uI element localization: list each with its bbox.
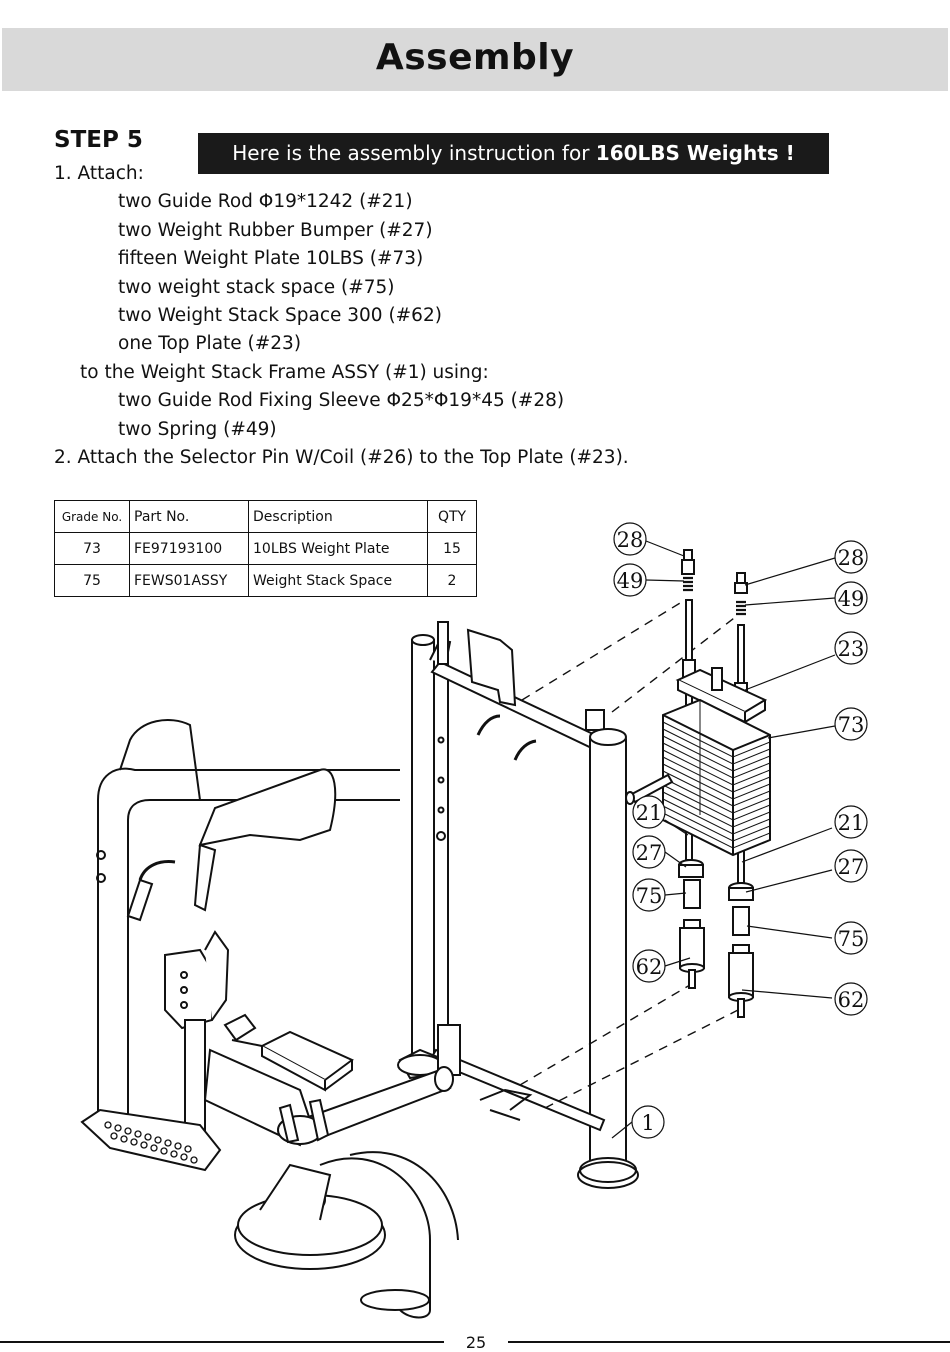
footer-divider: [508, 1341, 950, 1343]
frame-drawing: [298, 621, 639, 1189]
page-title: Assembly: [375, 37, 575, 78]
callout-label: 21: [636, 801, 663, 825]
assembly-guide-lines: [519, 599, 739, 1109]
callout-label: 49: [617, 569, 644, 593]
notice-bold: 160LBS Weights !: [595, 141, 795, 165]
col-qty: QTY: [427, 500, 477, 533]
callout-label: 27: [636, 841, 663, 865]
callout-label: 49: [838, 587, 865, 611]
instruction-line: two weight stack space (#75): [118, 276, 395, 298]
weight-stack-drawing: [625, 549, 771, 1018]
instruction-line: to the Weight Stack Frame ASSY (#1) usin…: [80, 361, 489, 383]
cell-qty: 2: [427, 564, 477, 597]
callout-label: 27: [838, 855, 865, 879]
callout-label: 75: [838, 927, 865, 951]
callout-label: 23: [838, 637, 865, 661]
assembly-diagram: 28 49 21 27 75 62 28 49 23 73 21 27 75 6…: [80, 522, 868, 1319]
header-bar: [2, 28, 948, 91]
callout-label: 62: [636, 955, 663, 979]
weight-notice: Here is the assembly instruction for 160…: [198, 133, 829, 174]
callout-label: 75: [636, 884, 663, 908]
callout-label: 62: [838, 988, 865, 1012]
instruction-line: 1. Attach:: [54, 163, 144, 184]
cell-qty: 15: [427, 532, 477, 565]
instruction-line: one Top Plate (#23): [118, 333, 302, 355]
instruction-list: 1. Attach: two Guide Rod Φ19*1242 (#21) …: [0, 160, 629, 472]
cell-grade: 73: [54, 532, 130, 565]
cell-part: FE97193100: [129, 532, 249, 565]
table-row: 73 FE97193100 10LBS Weight Plate 15: [54, 532, 477, 565]
table-header-row: Grade No. Part No. Description QTY: [54, 500, 477, 533]
callout-label: 21: [838, 811, 865, 835]
notice-text: Here is the assembly instruction for: [232, 141, 596, 165]
instruction-line: two Spring (#49): [118, 418, 277, 440]
instruction-line: two Weight Stack Space 300 (#62): [118, 305, 442, 327]
machine-body-drawing: [80, 719, 459, 1319]
callout-label: 73: [838, 713, 865, 737]
instruction-line: two Weight Rubber Bumper (#27): [118, 219, 433, 241]
callout-circles: [613, 522, 868, 1139]
col-part-no: Part No.: [129, 500, 249, 533]
parts-table: Grade No. Part No. Description QTY 73 FE…: [54, 500, 477, 597]
instruction-line: two Guide Rod Fixing Sleeve Φ25*Φ19*45 (…: [118, 390, 565, 412]
callout-leaders: [611, 540, 836, 1139]
cell-part: FEWS01ASSY: [129, 564, 249, 597]
cell-grade: 75: [54, 564, 130, 597]
instruction-line: fifteen Weight Plate 10LBS (#73): [118, 248, 424, 270]
instruction-line: two Guide Rod Φ19*1242 (#21): [118, 191, 413, 213]
page-number: 25: [465, 1333, 487, 1352]
cell-desc: Weight Stack Space: [248, 564, 428, 597]
table-row: 75 FEWS01ASSY Weight Stack Space 2: [54, 564, 477, 597]
instruction-line: 2. Attach the Selector Pin W/Coil (#26) …: [54, 447, 629, 469]
footer-divider: [0, 1341, 444, 1343]
callout-label: 28: [838, 546, 865, 570]
cell-desc: 10LBS Weight Plate: [248, 532, 428, 565]
callout-label: 1: [641, 1111, 654, 1135]
step-title: STEP 5: [54, 127, 143, 153]
callout-label: 28: [617, 528, 644, 552]
callout-labels: 28 49 21 27 75 62 28 49 23 73 21 27 75 6…: [617, 528, 865, 1135]
